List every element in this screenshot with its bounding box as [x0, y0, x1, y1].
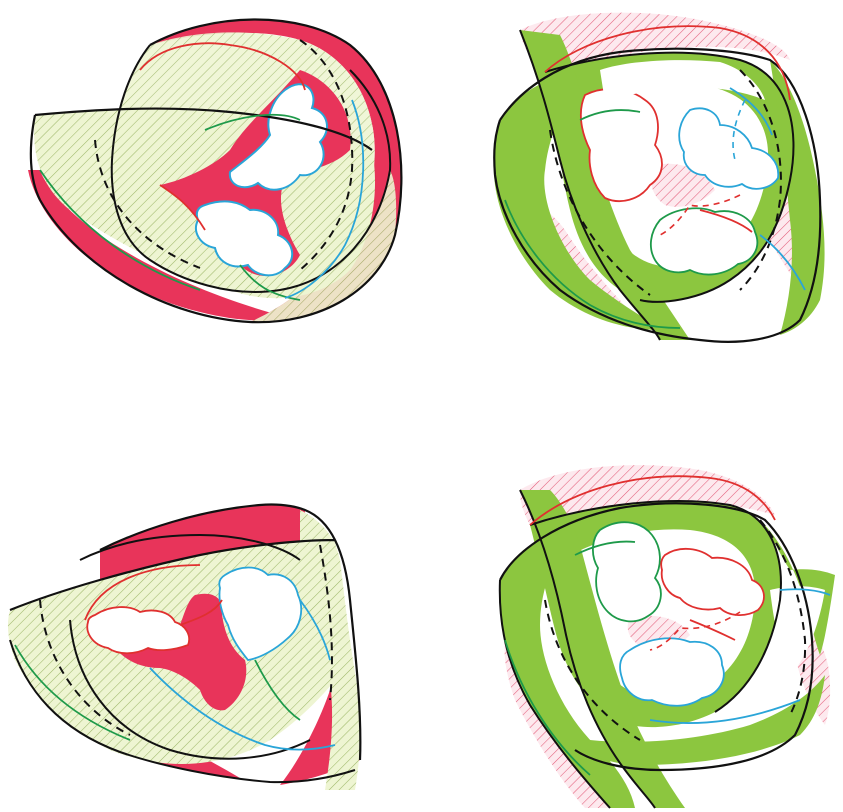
hole-bottom — [620, 638, 724, 705]
panel-bottom-left — [8, 504, 361, 790]
panel-top-left — [28, 19, 401, 322]
panel-top-right — [494, 13, 825, 342]
panel-bottom-right — [500, 465, 835, 808]
hole-top-left — [593, 522, 661, 621]
